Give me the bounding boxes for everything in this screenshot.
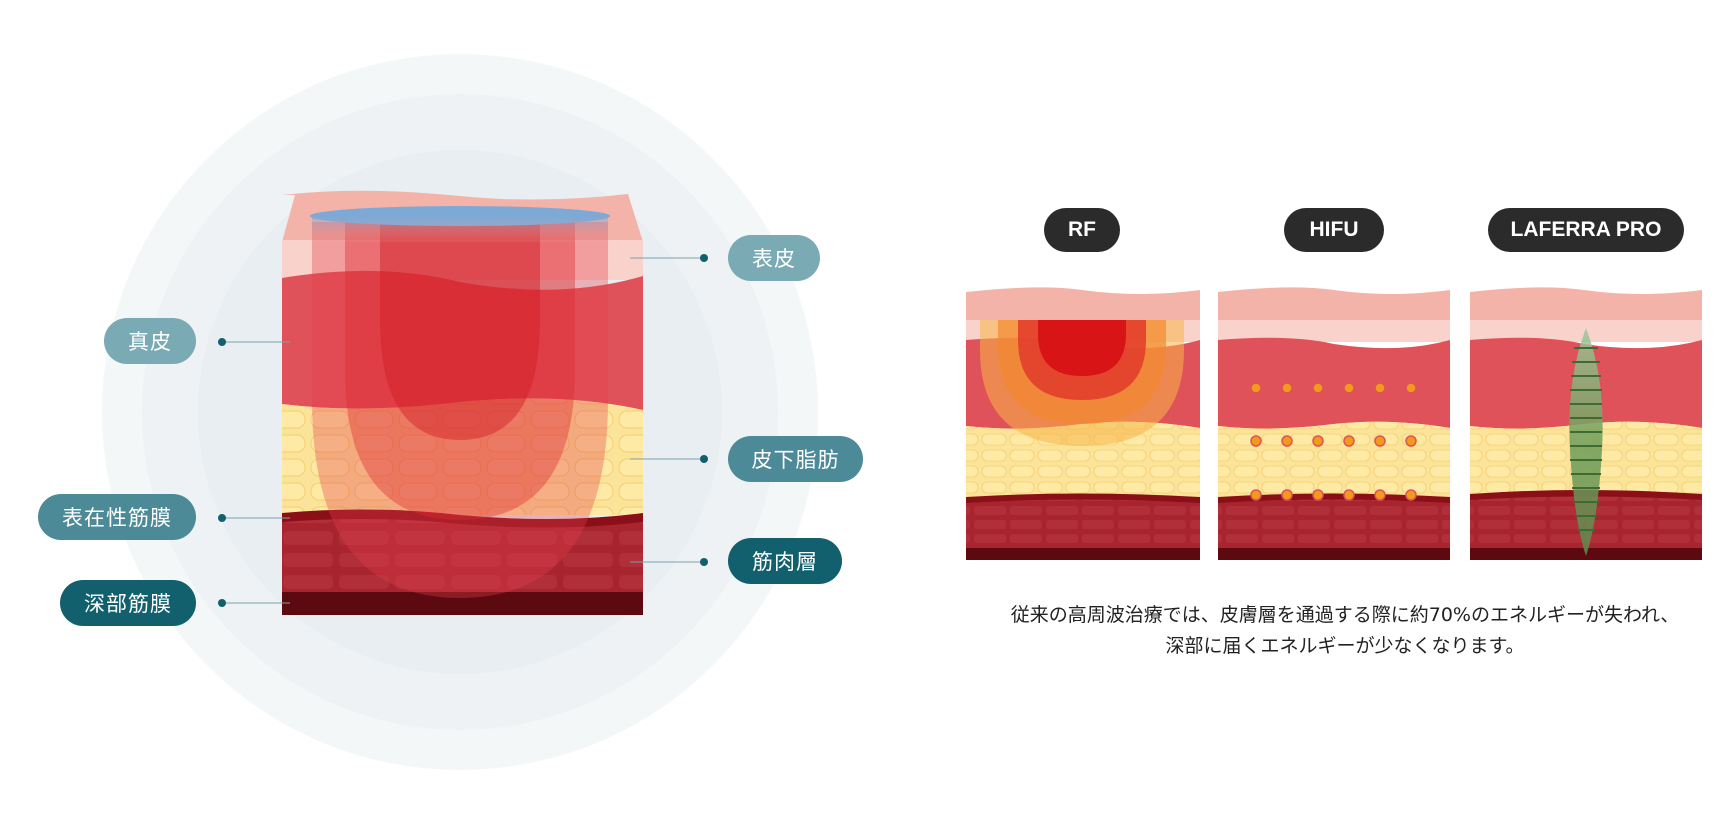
hifu-point (1250, 435, 1262, 447)
hifu-point (1343, 435, 1355, 447)
caption-line-2: 深部に届くエネルギーが少なくなります。 (1165, 635, 1525, 657)
tag-laferra-pro: LAFERRA PRO (1488, 208, 1684, 252)
panel-laferra-pro (1470, 287, 1702, 560)
hifu-point (1250, 382, 1262, 394)
hifu-fat (1218, 421, 1450, 498)
rf-fat (966, 421, 1200, 498)
caption-line-1: 従来の高周波治療では、皮膚層を通過する際に約70%のエネルギーが失われ、 (1010, 604, 1680, 626)
hifu-point (1312, 382, 1324, 394)
panel-rf (966, 287, 1200, 560)
laferra-energy-column (1569, 328, 1603, 556)
hifu-point (1281, 489, 1293, 501)
superficial-fascia-line (282, 509, 643, 530)
heat-zone-middle (345, 222, 575, 520)
hifu-point (1405, 382, 1417, 394)
label-epidermis: 表皮 (728, 235, 820, 281)
hifu-point (1312, 435, 1324, 447)
rf-deep-fascia (966, 548, 1200, 560)
dot-muscle (700, 558, 708, 566)
label-dermis: 真皮 (104, 318, 196, 364)
hifu-point (1374, 382, 1386, 394)
label-deep-fascia: 深部筋膜 (60, 580, 196, 626)
fat-layer (282, 398, 643, 515)
dot-epidermis (700, 254, 708, 262)
hifu-point (1343, 382, 1355, 394)
label-superficial-fascia: 表在性筋膜 (38, 494, 196, 540)
hifu-epidermis-band (1218, 320, 1450, 342)
caption: 従来の高周波治療では、皮膚層を通過する際に約70%のエネルギーが失われ、 深部に… (960, 600, 1728, 662)
tag-rf: RF (1044, 208, 1120, 252)
rf-heat-core (1038, 320, 1126, 376)
hifu-epidermis (1218, 287, 1450, 322)
rf-muscle (966, 499, 1200, 550)
label-muscle-layer: 筋肉層 (728, 538, 842, 584)
dot-superficial-fascia (218, 514, 226, 522)
laferra-epidermis (1470, 287, 1702, 322)
rf-epidermis (966, 287, 1200, 322)
hifu-point (1405, 489, 1417, 501)
dermis-layer (282, 270, 643, 410)
dot-dermis (218, 338, 226, 346)
hifu-point (1281, 435, 1293, 447)
dot-fat (700, 455, 708, 463)
deep-fascia-layer (282, 592, 643, 615)
tag-hifu: HIFU (1284, 208, 1384, 252)
hifu-point (1343, 489, 1355, 501)
hifu-point (1312, 489, 1324, 501)
heat-zone-inner (380, 222, 540, 440)
hifu-point (1374, 435, 1386, 447)
label-subcutaneous-fat: 皮下脂肪 (728, 436, 863, 482)
dot-deep-fascia (218, 599, 226, 607)
hifu-dermis (1218, 337, 1450, 429)
heat-zone-outer (312, 222, 608, 598)
hifu-point (1405, 435, 1417, 447)
hifu-point (1250, 489, 1262, 501)
probe-glow (312, 216, 608, 242)
muscle-layer (282, 518, 643, 595)
hifu-point (1281, 382, 1293, 394)
panel-hifu (1218, 287, 1450, 560)
hifu-muscle (1218, 499, 1450, 550)
hifu-deep-fascia (1218, 548, 1450, 560)
hifu-point (1374, 489, 1386, 501)
